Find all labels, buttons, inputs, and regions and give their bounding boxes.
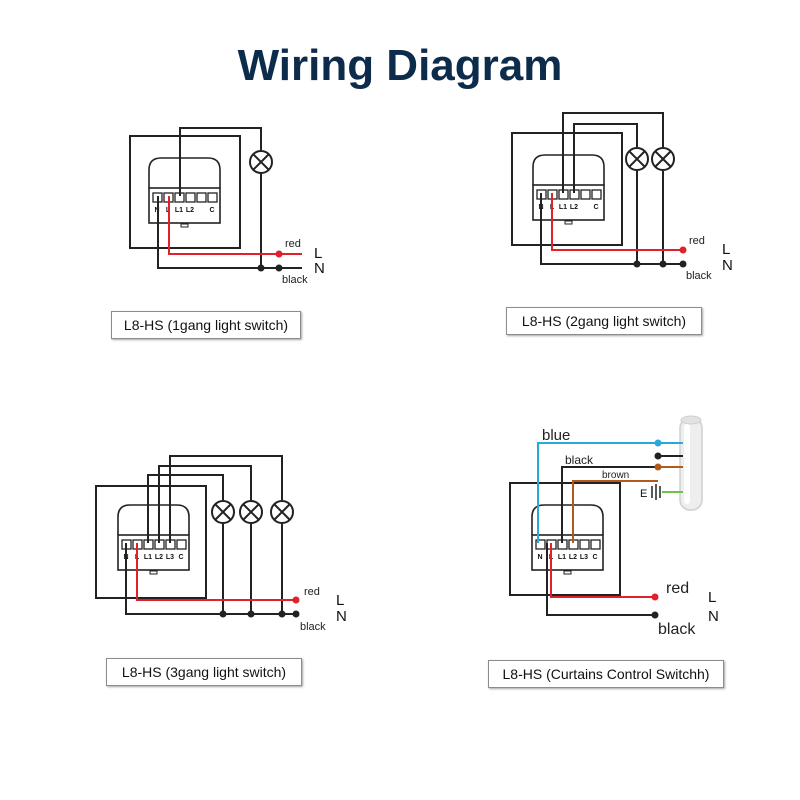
earth-icon [651, 484, 661, 500]
wire-label-black-motor: black [565, 453, 594, 467]
terminal-label-l2: L2 [570, 204, 578, 211]
live-label: L [708, 589, 716, 606]
wires [537, 442, 683, 616]
switch-plate [129, 135, 241, 249]
lamp-icon [211, 500, 235, 524]
live-label: L [722, 241, 730, 258]
terminal-label-l2: L2 [155, 554, 163, 561]
wires [157, 127, 302, 269]
terminal-label-l1: L1 [175, 207, 183, 214]
switch-module [117, 504, 190, 535]
wires [540, 112, 683, 265]
junction-dots [257, 250, 283, 272]
caption-3gang: L8-HS (3gang light switch) [106, 658, 302, 686]
panel-curtains: N L L1 L2 L3 C [509, 415, 719, 638]
terminal-label-c: C [592, 554, 597, 561]
neutral-label: N [708, 608, 719, 625]
wires [125, 455, 296, 615]
switch-module [531, 504, 604, 535]
earth-label: E [640, 488, 647, 500]
terminal-label-c: C [209, 207, 214, 214]
wire-label-blue: blue [542, 427, 570, 444]
junction-dots [633, 246, 687, 268]
switch-plate [95, 485, 207, 599]
terminal-label-l3: L3 [580, 554, 588, 561]
terminal-label-n: N [537, 554, 542, 561]
panel-3gang: N L L1 L2 L3 C [95, 455, 347, 633]
terminal-label-l3: L3 [166, 554, 174, 561]
caption-curtains: L8-HS (Curtains Control Switchh) [488, 660, 724, 688]
terminal-label-l1: L1 [144, 554, 152, 561]
terminal-label-l1: L1 [558, 554, 566, 561]
wire-label-red: red [666, 580, 689, 597]
switch-plate [509, 482, 621, 596]
junction-dots [219, 596, 300, 618]
neutral-label: N [314, 260, 325, 277]
switch-module [532, 154, 605, 185]
terminal-label-c: C [178, 554, 183, 561]
page-title: Wiring Diagram [237, 41, 563, 90]
panel-1gang: N L L1 L2 C red black L N [129, 127, 325, 286]
switch-plate [511, 132, 623, 246]
live-label: L [314, 245, 322, 262]
lamp-icon [625, 147, 649, 171]
terminal-label-c: C [593, 204, 598, 211]
neutral-label: N [722, 257, 733, 274]
wire-label-black: black [300, 621, 326, 633]
switch-module [148, 157, 221, 188]
wire-label-red: red [304, 586, 320, 598]
lamp-icon [249, 150, 273, 174]
terminal-label-l2: L2 [569, 554, 577, 561]
terminal-label-l2: L2 [186, 207, 194, 214]
live-label: L [336, 592, 344, 609]
wire-label-black: black [686, 270, 712, 282]
caption-1gang: L8-HS (1gang light switch) [111, 311, 301, 339]
terminal-label-l1: L1 [559, 204, 567, 211]
wire-label-red: red [689, 235, 705, 247]
wire-label-red: red [285, 238, 301, 250]
lamp-icon [270, 500, 294, 524]
wire-label-black: black [282, 274, 308, 286]
panel-2gang: N L L1 L2 C red blac [511, 112, 733, 282]
caption-2gang: L8-HS (2gang light switch) [506, 307, 702, 335]
curtain-motor-icon [679, 415, 703, 511]
junction-dots [651, 439, 662, 619]
wire-label-brown: brown [602, 470, 629, 481]
lamp-icon [239, 500, 263, 524]
wire-label-black: black [658, 621, 696, 638]
lamp-icon [651, 147, 675, 171]
neutral-label: N [336, 608, 347, 625]
